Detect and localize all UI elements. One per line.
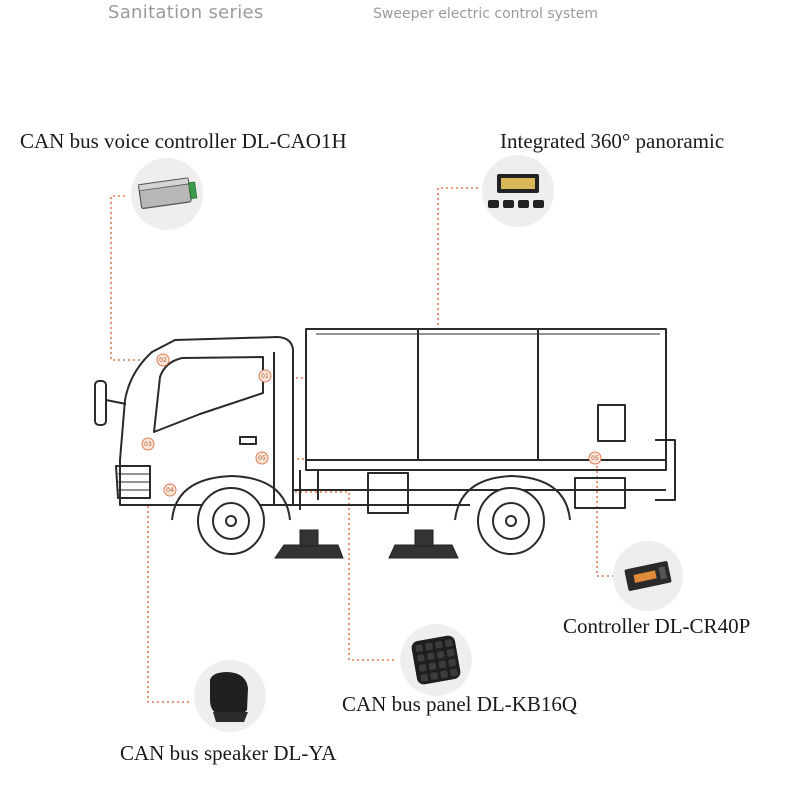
marker-label-01: 01 [261,373,269,380]
marker-label-05b: 05 [591,455,599,462]
sweeper-brushes [274,529,459,559]
system-title: Sweeper electric control system [373,6,598,22]
voice-controller-label: CAN bus voice controller DL-CAO1H [20,129,347,153]
panoramic-monitor-icon [488,174,544,208]
marker-05a [255,451,269,465]
leader-controller [596,460,614,577]
panel-label: CAN bus panel DL-KB16Q [342,692,578,716]
voice-controller-icon [138,177,198,209]
speaker-label: CAN bus speaker DL-YA [120,741,337,765]
brush-left [274,544,344,559]
controller-label: Controller DL-CR40P [563,614,751,638]
series-title: Sanitation series [108,2,264,23]
panoramic-bubble [482,155,554,227]
marker-label-05a: 05 [258,455,266,462]
panel-bubble [400,624,472,696]
marker-01 [258,369,272,383]
side-mirror [94,380,107,426]
leader-voice [110,195,163,361]
side-tank [367,472,409,514]
marker-label-04: 04 [166,487,174,494]
marker-label-03: 03 [144,441,152,448]
body-hatch [597,404,626,442]
leader-speaker [147,448,189,703]
marker-04 [163,483,177,497]
speaker-icon [210,672,248,722]
truck-body [305,328,667,461]
front-wheel [171,475,291,555]
sweeper-truck [94,328,676,555]
speaker-bubble [194,660,266,732]
truck-cab [119,336,294,506]
marker-02 [156,353,170,367]
marker-05b [588,451,602,465]
rear-wheel [454,475,571,555]
keypad-icon [411,635,461,685]
markers: 02 01 03 05 04 05 [141,353,602,497]
controller-box-icon [624,561,672,591]
brush-center [388,544,459,559]
marker-label-02: 02 [159,357,167,364]
controller-bubble [613,541,683,611]
marker-03 [141,437,155,451]
cab-window [153,356,264,433]
panoramic-label: Integrated 360° panoramic [500,129,725,153]
voice-controller-bubble [131,158,203,230]
